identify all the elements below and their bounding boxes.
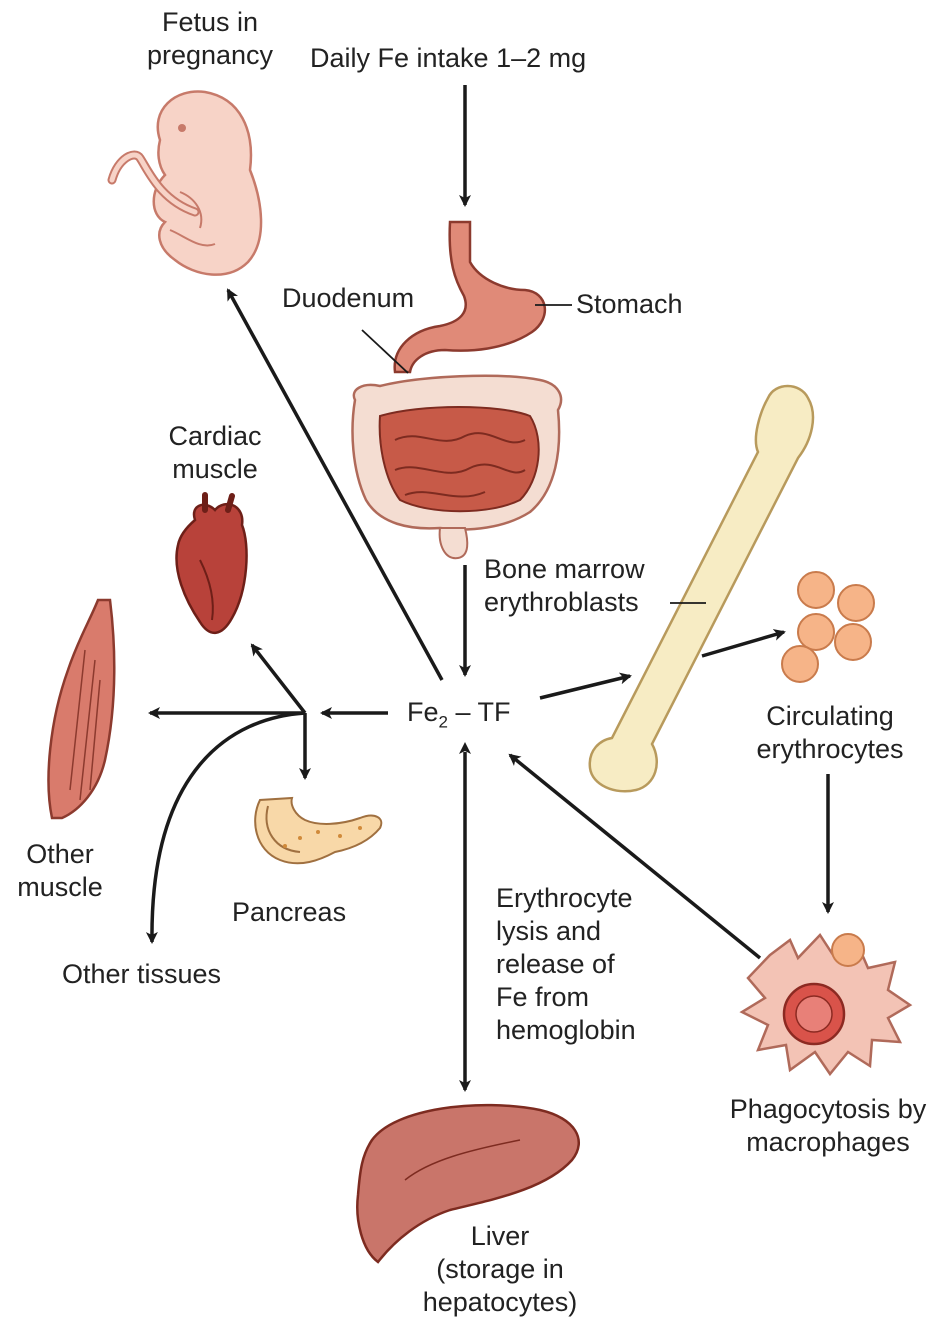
stomach-label: Stomach	[576, 288, 683, 321]
muscle-icon	[49, 600, 115, 818]
fe-tf-label: Fe2 – TF	[407, 696, 511, 729]
arrow-bone-to-erythrocytes	[702, 632, 784, 656]
macrophage-icon	[742, 934, 910, 1074]
pancreas-icon	[255, 798, 381, 863]
arrow-to-cardiac	[252, 645, 305, 713]
erythrocytes-icon	[782, 572, 874, 682]
other-tissues-label: Other tissues	[62, 958, 221, 991]
duodenum-label: Duodenum	[282, 282, 414, 315]
fetus-icon	[112, 92, 261, 275]
intake-label: Daily Fe intake 1–2 mg	[310, 42, 586, 75]
pancreas-label: Pancreas	[232, 896, 346, 929]
arrow-fe-tf-to-bone	[540, 676, 630, 698]
stomach-icon	[395, 222, 545, 372]
intestine-icon	[353, 376, 561, 558]
heart-icon	[177, 495, 247, 633]
